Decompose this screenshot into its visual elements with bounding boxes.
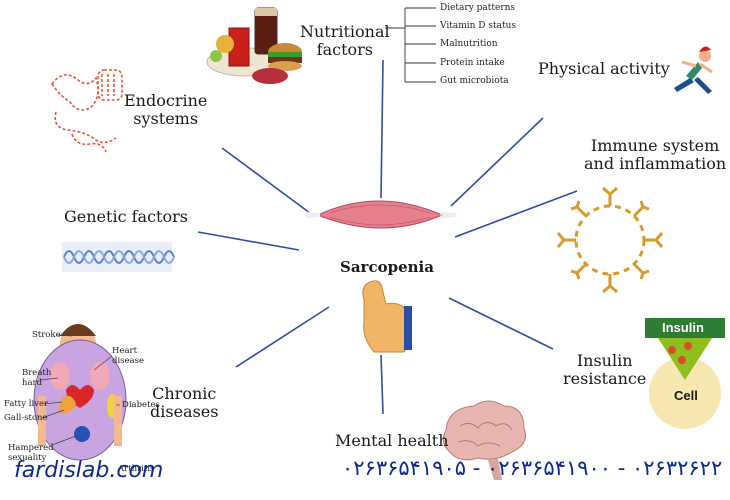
- sub-malnutrition: Malnutrition: [440, 39, 498, 49]
- center-label: Sarcopenia: [340, 258, 434, 276]
- connector-insulin: [448, 297, 554, 350]
- annot-stroke: Stroke: [32, 330, 61, 340]
- watermark-site: fardislab.com: [14, 458, 164, 483]
- sub-protein-intake: Protein intake: [440, 58, 505, 68]
- endocrine-organs-icon: [51, 69, 123, 153]
- sub-vitamin-d-status: Vitamin D status: [440, 21, 516, 31]
- antibody-ring-icon: [556, 186, 664, 294]
- cell-text: Cell: [674, 388, 698, 403]
- food-icon: [206, 7, 302, 84]
- insulin-badge-text: Insulin: [662, 320, 704, 335]
- dna-icon: [62, 242, 175, 272]
- connector-chronic: [235, 306, 330, 368]
- connector-genetic: [197, 231, 300, 251]
- annot-gall-stone: Gall-stone: [4, 413, 48, 423]
- annot-arthritis: Arthritis: [118, 464, 155, 474]
- insulin-cell-icon: [645, 318, 725, 429]
- annot-fatty-liver: Fatty liver: [4, 399, 49, 409]
- watermark-phones: ۰۲۶۳۶۵۴۱۹۰۵ - ۰۲۶۳۶۵۴۱۹۰۰ - ۰۲۶۳۲۶۲۲: [342, 456, 723, 480]
- physical-activity-label: Physical activity: [538, 59, 670, 78]
- chronic-annotation-leaders: [39, 334, 120, 446]
- connector-immune: [454, 190, 578, 238]
- connector-lines: [197, 59, 578, 415]
- chronic-disease-body-icon: [33, 324, 127, 461]
- annot-diabetes: Diabetes: [122, 400, 160, 410]
- nutritional-bracket: [385, 7, 436, 83]
- sub-dietary-patterns: Dietary patterns: [440, 3, 516, 13]
- sub-gut-microbiota: Gut microbiota: [440, 76, 509, 86]
- genetic-factors-label: Genetic factors: [64, 207, 188, 226]
- flexed-arm-icon: [362, 280, 412, 353]
- connector-nutritional: [380, 59, 384, 199]
- brain-icon: [442, 400, 526, 480]
- muscle-icon: [305, 200, 457, 229]
- connector-mental: [380, 354, 384, 415]
- runner-icon: [674, 46, 713, 94]
- mental-health-label: Mental health: [335, 431, 449, 450]
- connector-endocrine: [221, 147, 315, 217]
- connector-physical-activity: [450, 117, 544, 207]
